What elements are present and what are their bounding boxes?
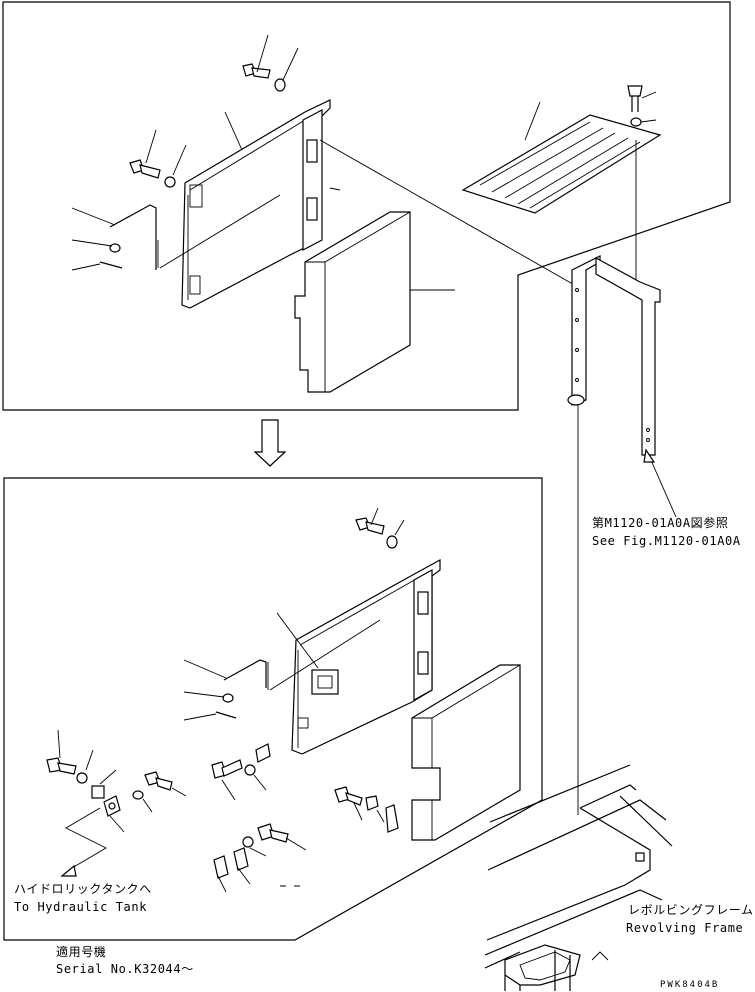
serial-label-en: Serial No.K32044～ — [56, 962, 194, 976]
upper-cover-panel — [157, 99, 331, 309]
lower-bolt-b — [132, 771, 187, 813]
lower-bolt-a — [46, 729, 117, 799]
upper-grille-plate — [461, 114, 662, 214]
lower-clip — [65, 795, 125, 869]
upper-bolt-left — [129, 129, 187, 188]
see-fig-label-en: See Fig.M1120-01A0A — [592, 534, 741, 548]
drawing-code: PWK8404B — [660, 980, 720, 990]
lower-bolt-c — [211, 743, 271, 801]
hydraulic-tank-label-jp: ハイドロリックタンクへ — [14, 882, 152, 896]
lower-cover-panel — [267, 558, 441, 755]
see-fig-label-jp: 第M1120-01A0A図参照 — [592, 516, 729, 530]
upper-bolt-right — [627, 85, 657, 127]
bracket-left — [567, 255, 601, 406]
hydraulic-tank-arrow — [60, 864, 77, 877]
lower-bolt-top — [355, 507, 405, 549]
lower-insulation-pad — [411, 664, 521, 841]
upper-hinge — [302, 109, 323, 251]
bracket-right — [595, 256, 661, 456]
lower-bolt-d — [334, 786, 399, 833]
upper-bolt-top — [242, 34, 299, 92]
upper-detail-frame — [2, 1, 731, 411]
lower-detail-frame — [3, 477, 543, 941]
revolving-frame — [484, 764, 673, 991]
down-arrow-icon — [253, 419, 287, 467]
lower-hinge — [413, 568, 433, 702]
lower-bolt-e — [213, 823, 307, 893]
hydraulic-tank-label-en: To Hydraulic Tank — [14, 900, 148, 914]
serial-label-jp: 適用号機 — [56, 945, 107, 959]
lower-rod — [183, 659, 267, 721]
upper-rod — [71, 204, 157, 271]
see-fig-arrow — [643, 448, 677, 518]
revolving-frame-label-jp: レボルビングフレーム — [628, 903, 754, 917]
revolving-frame-label-en: Revolving Frame — [626, 921, 744, 935]
upper-insulation-pad — [294, 211, 411, 393]
